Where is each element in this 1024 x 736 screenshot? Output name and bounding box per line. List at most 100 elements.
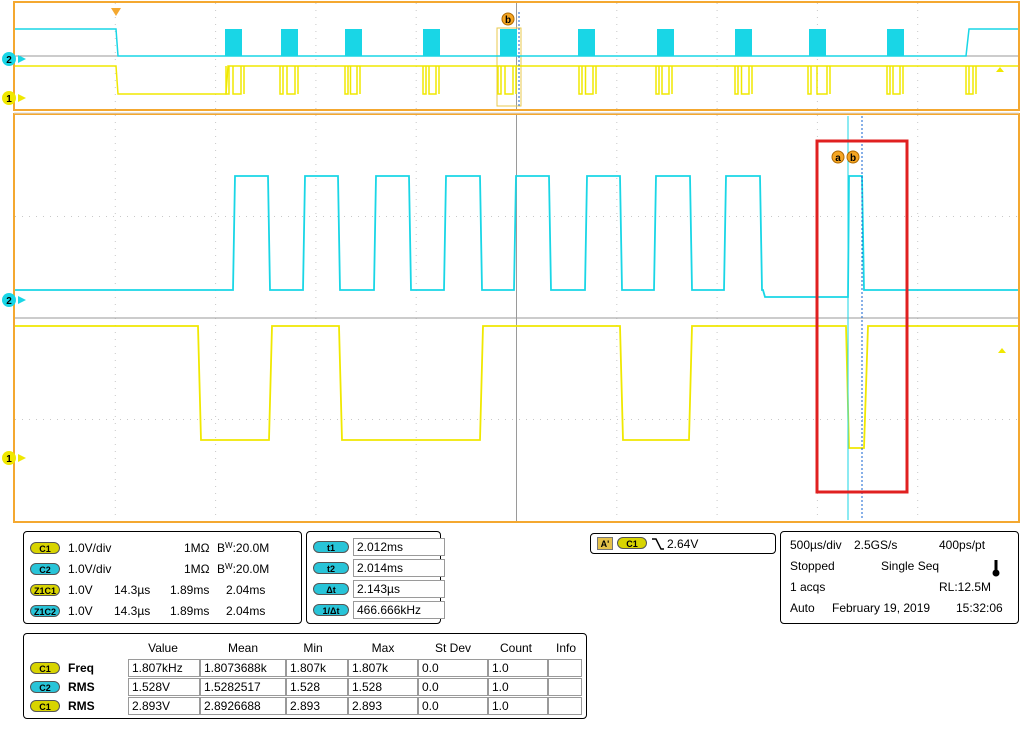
trigger-mode[interactable]: Auto — [790, 601, 815, 615]
measurement-source-pill[interactable]: C2 — [30, 681, 60, 693]
ch2-impedance: 1MΩ — [184, 562, 210, 576]
highlight-box — [815, 139, 909, 494]
measurement-value: 2.893V — [128, 697, 200, 715]
zoom-frame — [13, 113, 1020, 523]
main-ch2-marker-icon[interactable] — [2, 293, 16, 307]
ch1-burst — [578, 66, 597, 95]
ch1-burst — [225, 66, 245, 95]
measurement-count: 1.0 — [488, 697, 548, 715]
main-trigger-level-icon[interactable] — [998, 348, 1006, 353]
ch1-burst — [497, 66, 517, 95]
measurement-value: 1.807kHz — [128, 659, 200, 677]
ch1-burst — [344, 66, 361, 95]
timebase[interactable]: 500µs/div — [790, 538, 842, 552]
channel-row-c1[interactable]: C1 1.0V/div 1MΩ BW:20.0M — [30, 540, 300, 556]
main-ch1-marker-icon[interactable] — [2, 451, 16, 465]
measurement-stdev: 0.0 — [418, 697, 488, 715]
thermometer-icon — [992, 560, 1000, 577]
overview-ch2-trace — [15, 28, 1018, 57]
main-ch1-marker-label: 1 — [6, 454, 12, 465]
ch2-pill[interactable]: C2 — [30, 563, 60, 575]
inverse-delta-t-pill[interactable]: 1/Δt — [313, 604, 349, 616]
t2-value: 2.014ms — [353, 559, 445, 577]
zoom-row-z1c1[interactable]: Z1C1 1.0V 14.3µs 1.89ms 2.04ms — [30, 582, 300, 598]
cursor-row-t1[interactable]: t1 2.012ms — [313, 538, 445, 557]
waveform-display[interactable]: b 2 1 a b 2 1 — [0, 0, 1024, 525]
zoom-row-z1c2[interactable]: Z1C2 1.0V 14.3µs 1.89ms 2.04ms — [30, 603, 300, 619]
cursor-row-t2[interactable]: t2 2.014ms — [313, 559, 445, 578]
ch2-scale: 1.0V/div — [68, 562, 112, 576]
t2-pill[interactable]: t2 — [313, 562, 349, 574]
measurement-source-pill[interactable]: C1 — [30, 700, 60, 712]
header-info: Info — [555, 641, 576, 655]
main-cursor-b-icon[interactable] — [846, 150, 860, 164]
overview-ch1-bursts — [225, 66, 977, 95]
overview-ch1-marker-icon[interactable] — [2, 91, 16, 105]
t1-pill[interactable]: t1 — [313, 541, 349, 553]
overview-ch2-bursts — [225, 29, 904, 56]
header-mean: Mean — [227, 641, 259, 655]
ch2-burst — [423, 29, 440, 56]
measurement-max: 2.893 — [348, 697, 418, 715]
channel-row-c2[interactable]: C2 1.0V/div 1MΩ BW:20.0M — [30, 561, 300, 577]
ch2-bandwidth: BW:20.0M — [217, 562, 270, 576]
sample-rate: 2.5GS/s — [854, 538, 898, 552]
ch1-burst — [734, 66, 753, 95]
ch1-burst — [422, 66, 440, 95]
measurement-count: 1.0 — [488, 678, 548, 696]
measurement-stdev: 0.0 — [418, 678, 488, 696]
record-length: RL:12.5M — [939, 580, 992, 594]
cursor-row-inverse-delta-t[interactable]: 1/Δt 466.666kHz — [313, 601, 445, 620]
ch1-pill[interactable]: C1 — [30, 542, 60, 554]
main-cursor-a-label: a — [835, 153, 841, 164]
ch2-burst — [735, 29, 752, 56]
delta-t-pill[interactable]: Δt — [313, 583, 349, 595]
trigger-panel[interactable]: A' C1 2.64V — [590, 533, 776, 554]
t1-value: 2.012ms — [353, 538, 445, 556]
overview-ch2-marker-icon[interactable] — [2, 52, 16, 66]
z1c2-start: 1.89ms — [170, 604, 210, 618]
trigger-position-icon[interactable] — [111, 8, 121, 16]
ch2-burst — [225, 29, 242, 56]
header-value: Value — [148, 641, 178, 655]
z1c1-pill[interactable]: Z1C1 — [30, 584, 60, 596]
ch1-burst — [886, 66, 904, 95]
main-cursor-b-label: b — [850, 153, 856, 164]
acquisition-panel: 500µs/div 2.5GS/s 400ps/pt Stopped Singl… — [780, 531, 1019, 624]
measurement-count: 1.0 — [488, 659, 548, 677]
acquisition-count: 1 acqs — [790, 580, 826, 594]
overview-cursor-b-label: b — [505, 15, 511, 26]
ch1-bandwidth: BW:20.0M — [217, 541, 270, 555]
ch2-burst — [281, 29, 298, 56]
trigger-channel-pill[interactable]: C1 — [617, 537, 647, 549]
measurement-value: 1.528V — [128, 678, 200, 696]
z1c2-scale: 1.0V — [68, 604, 93, 618]
ch1-burst — [965, 66, 977, 95]
inverse-delta-t-value: 466.666kHz — [353, 601, 445, 619]
resolution: 400ps/pt — [939, 538, 986, 552]
measurement-min: 1.807k — [286, 659, 348, 677]
header-count: Count — [499, 641, 533, 655]
trigger-source-icon[interactable]: A' — [597, 537, 613, 550]
measurement-max: 1.528 — [348, 678, 418, 696]
ch1-burst — [655, 66, 673, 95]
main-cursor-a-icon[interactable] — [831, 150, 845, 164]
ch1-burst — [279, 66, 299, 95]
z1c2-pill[interactable]: Z1C2 — [30, 605, 60, 617]
measurement-name: RMS — [68, 680, 95, 694]
measurement-source-pill[interactable]: C1 — [30, 662, 60, 674]
header-stdev: St Dev — [434, 641, 471, 655]
main-ch2-marker-label: 2 — [6, 296, 12, 307]
ch2-burst — [500, 29, 517, 56]
acquisition-mode[interactable]: Single Seq — [881, 559, 940, 573]
measurement-name: Freq — [68, 661, 95, 675]
overview-cursor-b-icon[interactable] — [501, 12, 515, 26]
cursor-row-delta-t[interactable]: Δt 2.143µs — [313, 580, 445, 599]
z1c1-end: 2.04ms — [226, 583, 266, 597]
overview-trigger-level-icon[interactable] — [996, 67, 1004, 72]
measurement-min: 2.893 — [286, 697, 348, 715]
